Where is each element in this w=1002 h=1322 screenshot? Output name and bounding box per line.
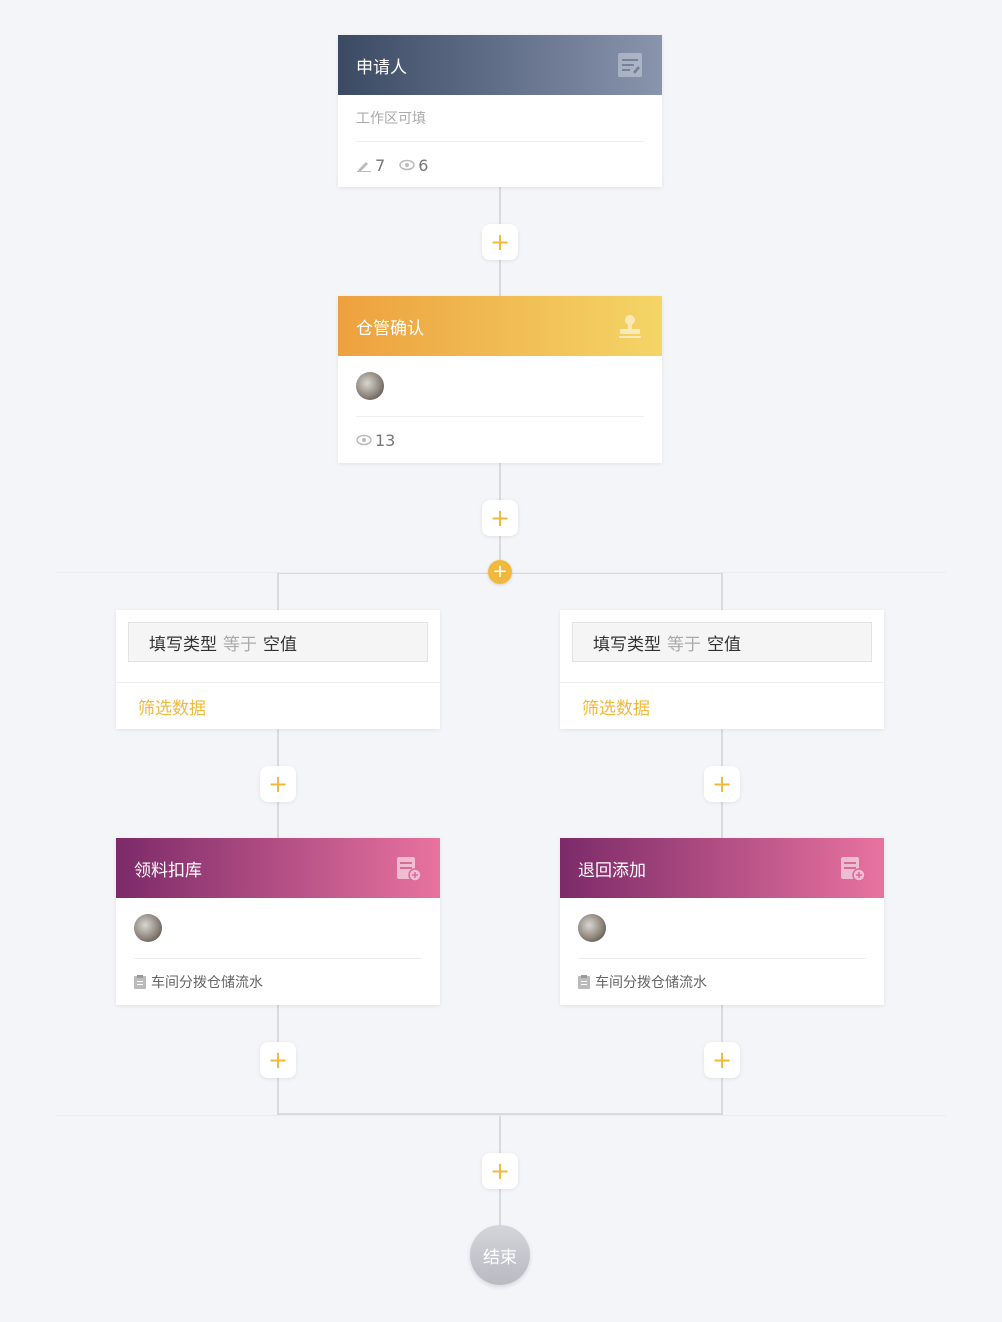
view-stat: 13 bbox=[356, 431, 395, 450]
condition-field: 填写类型 bbox=[593, 634, 661, 655]
stamp-icon bbox=[619, 315, 641, 338]
edit-count: 7 bbox=[375, 155, 386, 175]
applicant-node-header: 申请人 bbox=[338, 35, 662, 95]
condition-value: 空值 bbox=[707, 634, 741, 655]
action-node-header: 退回添加 bbox=[560, 838, 884, 898]
action-node-header: 领料扣库 bbox=[116, 838, 440, 898]
table-reference-label: 车间分拨仓储流水 bbox=[595, 975, 707, 991]
applicant-title: 申请人 bbox=[356, 57, 407, 78]
view-stat: 6 bbox=[399, 156, 428, 175]
table-reference-label: 车间分拨仓储流水 bbox=[151, 975, 263, 991]
add-node-button[interactable]: + bbox=[482, 500, 518, 536]
condition-operator: 等于 bbox=[223, 634, 257, 655]
add-record-icon bbox=[397, 857, 422, 882]
condition-value: 空值 bbox=[263, 634, 297, 655]
table-reference: 车间分拨仓储流水 bbox=[578, 972, 707, 992]
warehouse-node[interactable]: 仓管确认 13 bbox=[338, 296, 662, 463]
add-node-button[interactable]: + bbox=[704, 766, 740, 802]
add-node-button[interactable]: + bbox=[482, 1153, 518, 1189]
clipboard-icon bbox=[578, 975, 590, 989]
filter-data-link[interactable]: 筛选数据 bbox=[116, 682, 440, 730]
action-title: 领料扣库 bbox=[134, 860, 202, 881]
form-icon bbox=[618, 53, 642, 77]
filter-data-link[interactable]: 筛选数据 bbox=[560, 682, 884, 730]
warehouse-node-header: 仓管确认 bbox=[338, 296, 662, 356]
condition-expression[interactable]: 填写类型 等于 空值 bbox=[572, 622, 872, 662]
condition-field: 填写类型 bbox=[149, 634, 217, 655]
table-reference: 车间分拨仓储流水 bbox=[134, 972, 263, 992]
add-branch-button[interactable]: + bbox=[488, 560, 512, 584]
connector-line bbox=[721, 572, 723, 610]
condition-operator: 等于 bbox=[667, 634, 701, 655]
pencil-icon bbox=[357, 162, 371, 172]
view-count: 13 bbox=[375, 430, 396, 450]
action-title: 退回添加 bbox=[578, 860, 646, 881]
avatar bbox=[356, 372, 384, 400]
add-record-icon bbox=[841, 857, 866, 882]
applicant-subtitle: 工作区可填 bbox=[356, 111, 426, 127]
condition-node[interactable]: 填写类型 等于 空值 筛选数据 bbox=[116, 610, 440, 729]
end-node: 结束 bbox=[470, 1225, 530, 1285]
condition-node[interactable]: 填写类型 等于 空值 筛选数据 bbox=[560, 610, 884, 729]
eye-icon bbox=[399, 159, 415, 171]
clipboard-icon bbox=[134, 975, 146, 989]
action-node[interactable]: 退回添加 车间分拨仓储流水 bbox=[560, 838, 884, 1005]
add-node-button[interactable]: + bbox=[260, 1042, 296, 1078]
avatar bbox=[578, 914, 606, 942]
branch-separator bbox=[56, 1115, 946, 1116]
view-count: 6 bbox=[418, 155, 429, 175]
connector-line bbox=[277, 572, 279, 610]
action-node[interactable]: 领料扣库 车间分拨仓储流水 bbox=[116, 838, 440, 1005]
condition-expression[interactable]: 填写类型 等于 空值 bbox=[128, 622, 428, 662]
add-node-button[interactable]: + bbox=[260, 766, 296, 802]
applicant-node[interactable]: 申请人 工作区可填 7 6 bbox=[338, 35, 662, 187]
add-node-button[interactable]: + bbox=[482, 224, 518, 260]
avatar bbox=[134, 914, 162, 942]
add-node-button[interactable]: + bbox=[704, 1042, 740, 1078]
edit-stat: 7 bbox=[356, 156, 385, 175]
warehouse-title: 仓管确认 bbox=[356, 318, 424, 339]
eye-icon bbox=[356, 434, 372, 446]
